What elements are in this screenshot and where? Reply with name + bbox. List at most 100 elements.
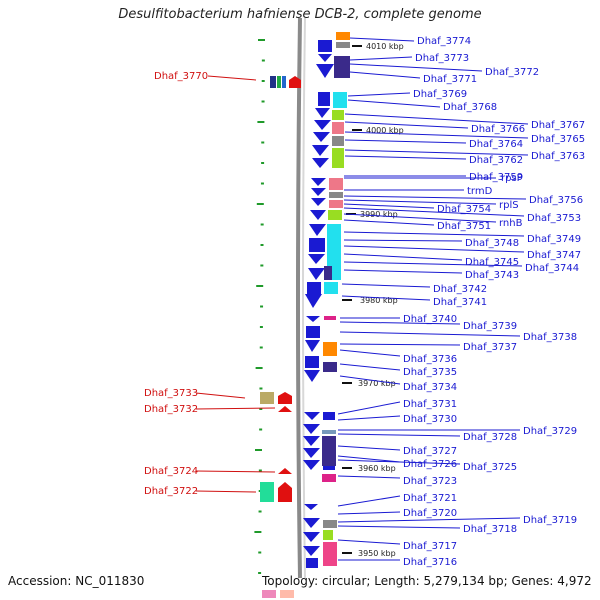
gene-label[interactable]: Dhaf_3726 <box>403 459 457 470</box>
cog-box[interactable] <box>262 590 276 598</box>
gene-label[interactable]: Dhaf_3774 <box>417 36 471 47</box>
gene-label[interactable]: Dhaf_3747 <box>527 250 581 261</box>
cog-box[interactable] <box>277 76 281 88</box>
cog-box[interactable] <box>270 76 276 88</box>
gene-label[interactable]: Dhaf_3730 <box>403 414 457 425</box>
gene-label[interactable]: Dhaf_3744 <box>525 263 579 274</box>
cog-box[interactable] <box>322 474 336 482</box>
gene-arrow[interactable] <box>303 448 320 458</box>
cog-box[interactable] <box>329 192 343 198</box>
gene-label[interactable]: Dhaf_3739 <box>463 321 517 332</box>
gene-arrow[interactable] <box>303 518 320 528</box>
gene-arrow[interactable] <box>312 145 329 156</box>
cog-box[interactable] <box>323 342 337 356</box>
gene-label[interactable]: Dhaf_3773 <box>415 53 469 64</box>
gene-label[interactable]: Dhaf_3722 <box>144 486 198 497</box>
gene-label[interactable]: Dhaf_3741 <box>433 297 487 308</box>
gene-label[interactable]: Dhaf_3738 <box>523 332 577 343</box>
cog-box[interactable] <box>324 316 336 320</box>
gene-arrow[interactable] <box>305 356 319 368</box>
cog-box[interactable] <box>323 530 333 540</box>
gene-label[interactable]: rpsP <box>501 173 523 184</box>
gene-arrow[interactable] <box>318 40 332 52</box>
gene-label[interactable]: Dhaf_3767 <box>531 120 585 131</box>
cog-box[interactable] <box>332 110 344 120</box>
gene-arrow[interactable] <box>311 188 326 196</box>
gene-label[interactable]: Dhaf_3717 <box>403 541 457 552</box>
cog-box[interactable] <box>322 430 336 434</box>
gene-arrow[interactable] <box>315 108 330 118</box>
gene-arrow-reverse[interactable] <box>289 76 301 88</box>
gene-label[interactable]: Dhaf_3768 <box>443 102 497 113</box>
gene-label[interactable]: Dhaf_3716 <box>403 557 457 568</box>
gene-arrow[interactable] <box>304 370 320 382</box>
cog-box[interactable] <box>323 542 337 566</box>
gene-label[interactable]: Dhaf_3749 <box>527 234 581 245</box>
gene-label[interactable]: Dhaf_3772 <box>485 67 539 78</box>
gene-arrow[interactable] <box>305 294 322 308</box>
gene-label[interactable]: Dhaf_3740 <box>403 314 457 325</box>
gene-label[interactable]: Dhaf_3731 <box>403 399 457 410</box>
gene-label[interactable]: Dhaf_3723 <box>403 476 457 487</box>
gene-label[interactable]: rplS <box>499 200 519 211</box>
gene-arrow[interactable] <box>305 340 320 352</box>
gene-arrow[interactable] <box>313 132 330 142</box>
gene-arrow[interactable] <box>318 92 330 106</box>
gene-arrow[interactable] <box>303 424 320 434</box>
cog-box[interactable] <box>322 436 336 466</box>
gene-arrow[interactable] <box>306 558 318 568</box>
cog-box[interactable] <box>334 56 350 78</box>
gene-label[interactable]: Dhaf_3718 <box>463 524 517 535</box>
gene-arrow[interactable] <box>303 460 320 470</box>
gene-label[interactable]: Dhaf_3721 <box>403 493 457 504</box>
gene-label[interactable]: Dhaf_3771 <box>423 74 477 85</box>
cog-box[interactable] <box>332 136 344 146</box>
gene-arrow[interactable] <box>306 326 320 338</box>
gene-arrow[interactable] <box>311 178 326 186</box>
gene-arrow-reverse[interactable] <box>278 482 292 502</box>
gene-label[interactable]: Dhaf_3727 <box>403 446 457 457</box>
cog-box[interactable] <box>280 590 294 598</box>
gene-arrow[interactable] <box>307 282 321 294</box>
gene-label[interactable]: Dhaf_3762 <box>469 155 523 166</box>
gene-label[interactable]: Dhaf_3745 <box>465 257 519 268</box>
gene-label[interactable]: Dhaf_3754 <box>437 204 491 215</box>
cog-box[interactable] <box>260 482 274 502</box>
cog-box[interactable] <box>328 210 342 220</box>
gene-arrow[interactable] <box>314 120 331 130</box>
gene-arrow[interactable] <box>306 316 320 322</box>
gene-arrow[interactable] <box>309 224 326 236</box>
gene-label[interactable]: Dhaf_3742 <box>433 284 487 295</box>
gene-arrow[interactable] <box>304 412 320 420</box>
gene-arrow[interactable] <box>304 504 318 510</box>
gene-label[interactable]: Dhaf_3756 <box>529 195 583 206</box>
gene-label[interactable]: Dhaf_3736 <box>403 354 457 365</box>
cog-box[interactable] <box>323 520 337 528</box>
gene-label[interactable]: Dhaf_3753 <box>527 213 581 224</box>
gene-arrow-reverse[interactable] <box>278 392 292 404</box>
gene-label[interactable]: Dhaf_3725 <box>463 462 517 473</box>
cog-box[interactable] <box>324 266 332 280</box>
gene-label[interactable]: Dhaf_3729 <box>523 426 577 437</box>
gene-label[interactable]: Dhaf_3766 <box>471 124 525 135</box>
gene-arrow[interactable] <box>316 64 334 78</box>
gene-label[interactable]: Dhaf_3770 <box>154 71 208 82</box>
cog-box[interactable] <box>336 32 350 40</box>
gene-arrow[interactable] <box>310 210 326 220</box>
gene-arrow[interactable] <box>312 158 329 168</box>
cog-box[interactable] <box>260 392 274 404</box>
gene-label[interactable]: Dhaf_3748 <box>465 238 519 249</box>
cog-box[interactable] <box>333 92 347 108</box>
gene-label[interactable]: Dhaf_3733 <box>144 388 198 399</box>
gene-arrow[interactable] <box>309 238 325 252</box>
gene-label[interactable]: Dhaf_3719 <box>523 515 577 526</box>
cog-box[interactable] <box>329 178 343 190</box>
gene-arrow[interactable] <box>318 54 332 62</box>
cog-box[interactable] <box>323 362 337 372</box>
gene-arrow[interactable] <box>303 532 320 542</box>
gene-label[interactable]: Dhaf_3735 <box>403 367 457 378</box>
gene-label[interactable]: Dhaf_3765 <box>531 134 585 145</box>
gene-arrow[interactable] <box>323 412 335 420</box>
cog-box[interactable] <box>282 76 286 88</box>
gene-label[interactable]: Dhaf_3743 <box>465 270 519 281</box>
